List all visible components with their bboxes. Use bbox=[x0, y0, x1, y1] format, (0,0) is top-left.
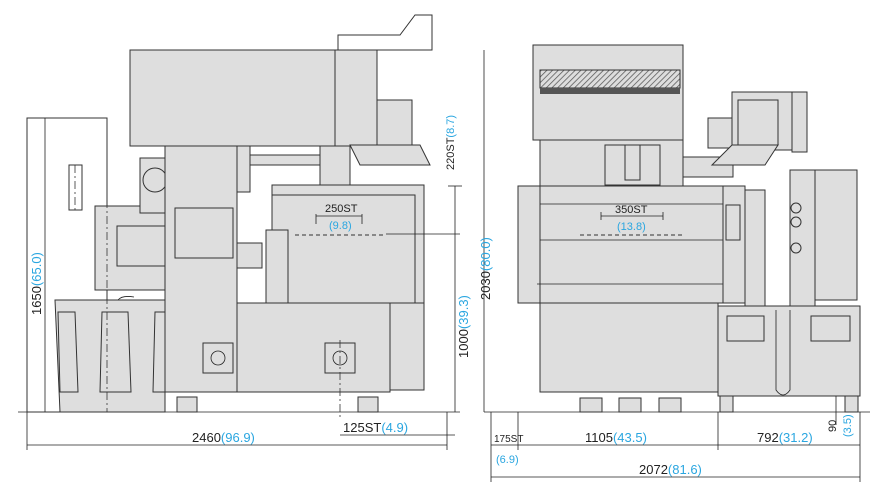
dim-2030: 2030(80.0) bbox=[478, 237, 493, 300]
leveling-marker bbox=[202, 342, 234, 374]
keyboard-tray bbox=[349, 144, 431, 166]
dim-1105: 1105(43.5) bbox=[585, 430, 647, 445]
ram-arm-outline bbox=[337, 14, 433, 51]
bellows bbox=[236, 242, 263, 269]
ram-housing bbox=[129, 49, 336, 147]
dim-350st-inch: (13.8) bbox=[617, 221, 646, 233]
quill bbox=[319, 145, 351, 187]
foot bbox=[176, 396, 198, 413]
foot bbox=[357, 396, 379, 413]
dim-125st: 125ST(4.9) bbox=[343, 420, 408, 435]
front-base bbox=[539, 302, 719, 393]
foot bbox=[618, 397, 642, 413]
dim-175st: 175ST bbox=[494, 434, 523, 445]
dim-250st: 250ST bbox=[325, 203, 358, 215]
cabinet-handle bbox=[68, 164, 83, 211]
foot bbox=[658, 397, 682, 413]
dim-2072: 2072(81.6) bbox=[639, 462, 702, 477]
monitor-side bbox=[376, 99, 413, 146]
dim-90-inch: (3.5) bbox=[842, 414, 854, 437]
dim-90: 90 bbox=[827, 420, 839, 432]
dim-220st: 220ST(8.7) bbox=[445, 115, 457, 170]
front-view: 2030(80.0) 350ST (13.8) bbox=[478, 44, 870, 482]
dim-175st-inch: (6.9) bbox=[496, 454, 519, 466]
keyboard-tray bbox=[710, 144, 779, 166]
power-cabinet bbox=[814, 169, 858, 301]
ram-extension bbox=[334, 49, 378, 147]
front-work-tank bbox=[539, 185, 724, 304]
dim-1650: 1650(65.0) bbox=[29, 252, 44, 315]
dim-250st-inch: (9.8) bbox=[329, 220, 352, 232]
table-slide bbox=[265, 229, 289, 304]
side-view: 1650(65.0) 2460(96.9) 125ST(4.9) 220ST(8… bbox=[18, 14, 471, 450]
motor-icon bbox=[142, 167, 168, 193]
dim-2460: 2460(96.9) bbox=[192, 430, 255, 445]
pendant bbox=[725, 204, 741, 241]
dim-792: 792(31.2) bbox=[757, 430, 813, 445]
hatched-band bbox=[539, 69, 681, 89]
control-panel bbox=[789, 169, 816, 307]
foot bbox=[579, 397, 603, 413]
dim-350st: 350ST bbox=[615, 204, 648, 216]
base bbox=[236, 302, 391, 393]
dim-1000: 1000(39.3) bbox=[456, 295, 471, 358]
column-panel bbox=[174, 207, 234, 259]
